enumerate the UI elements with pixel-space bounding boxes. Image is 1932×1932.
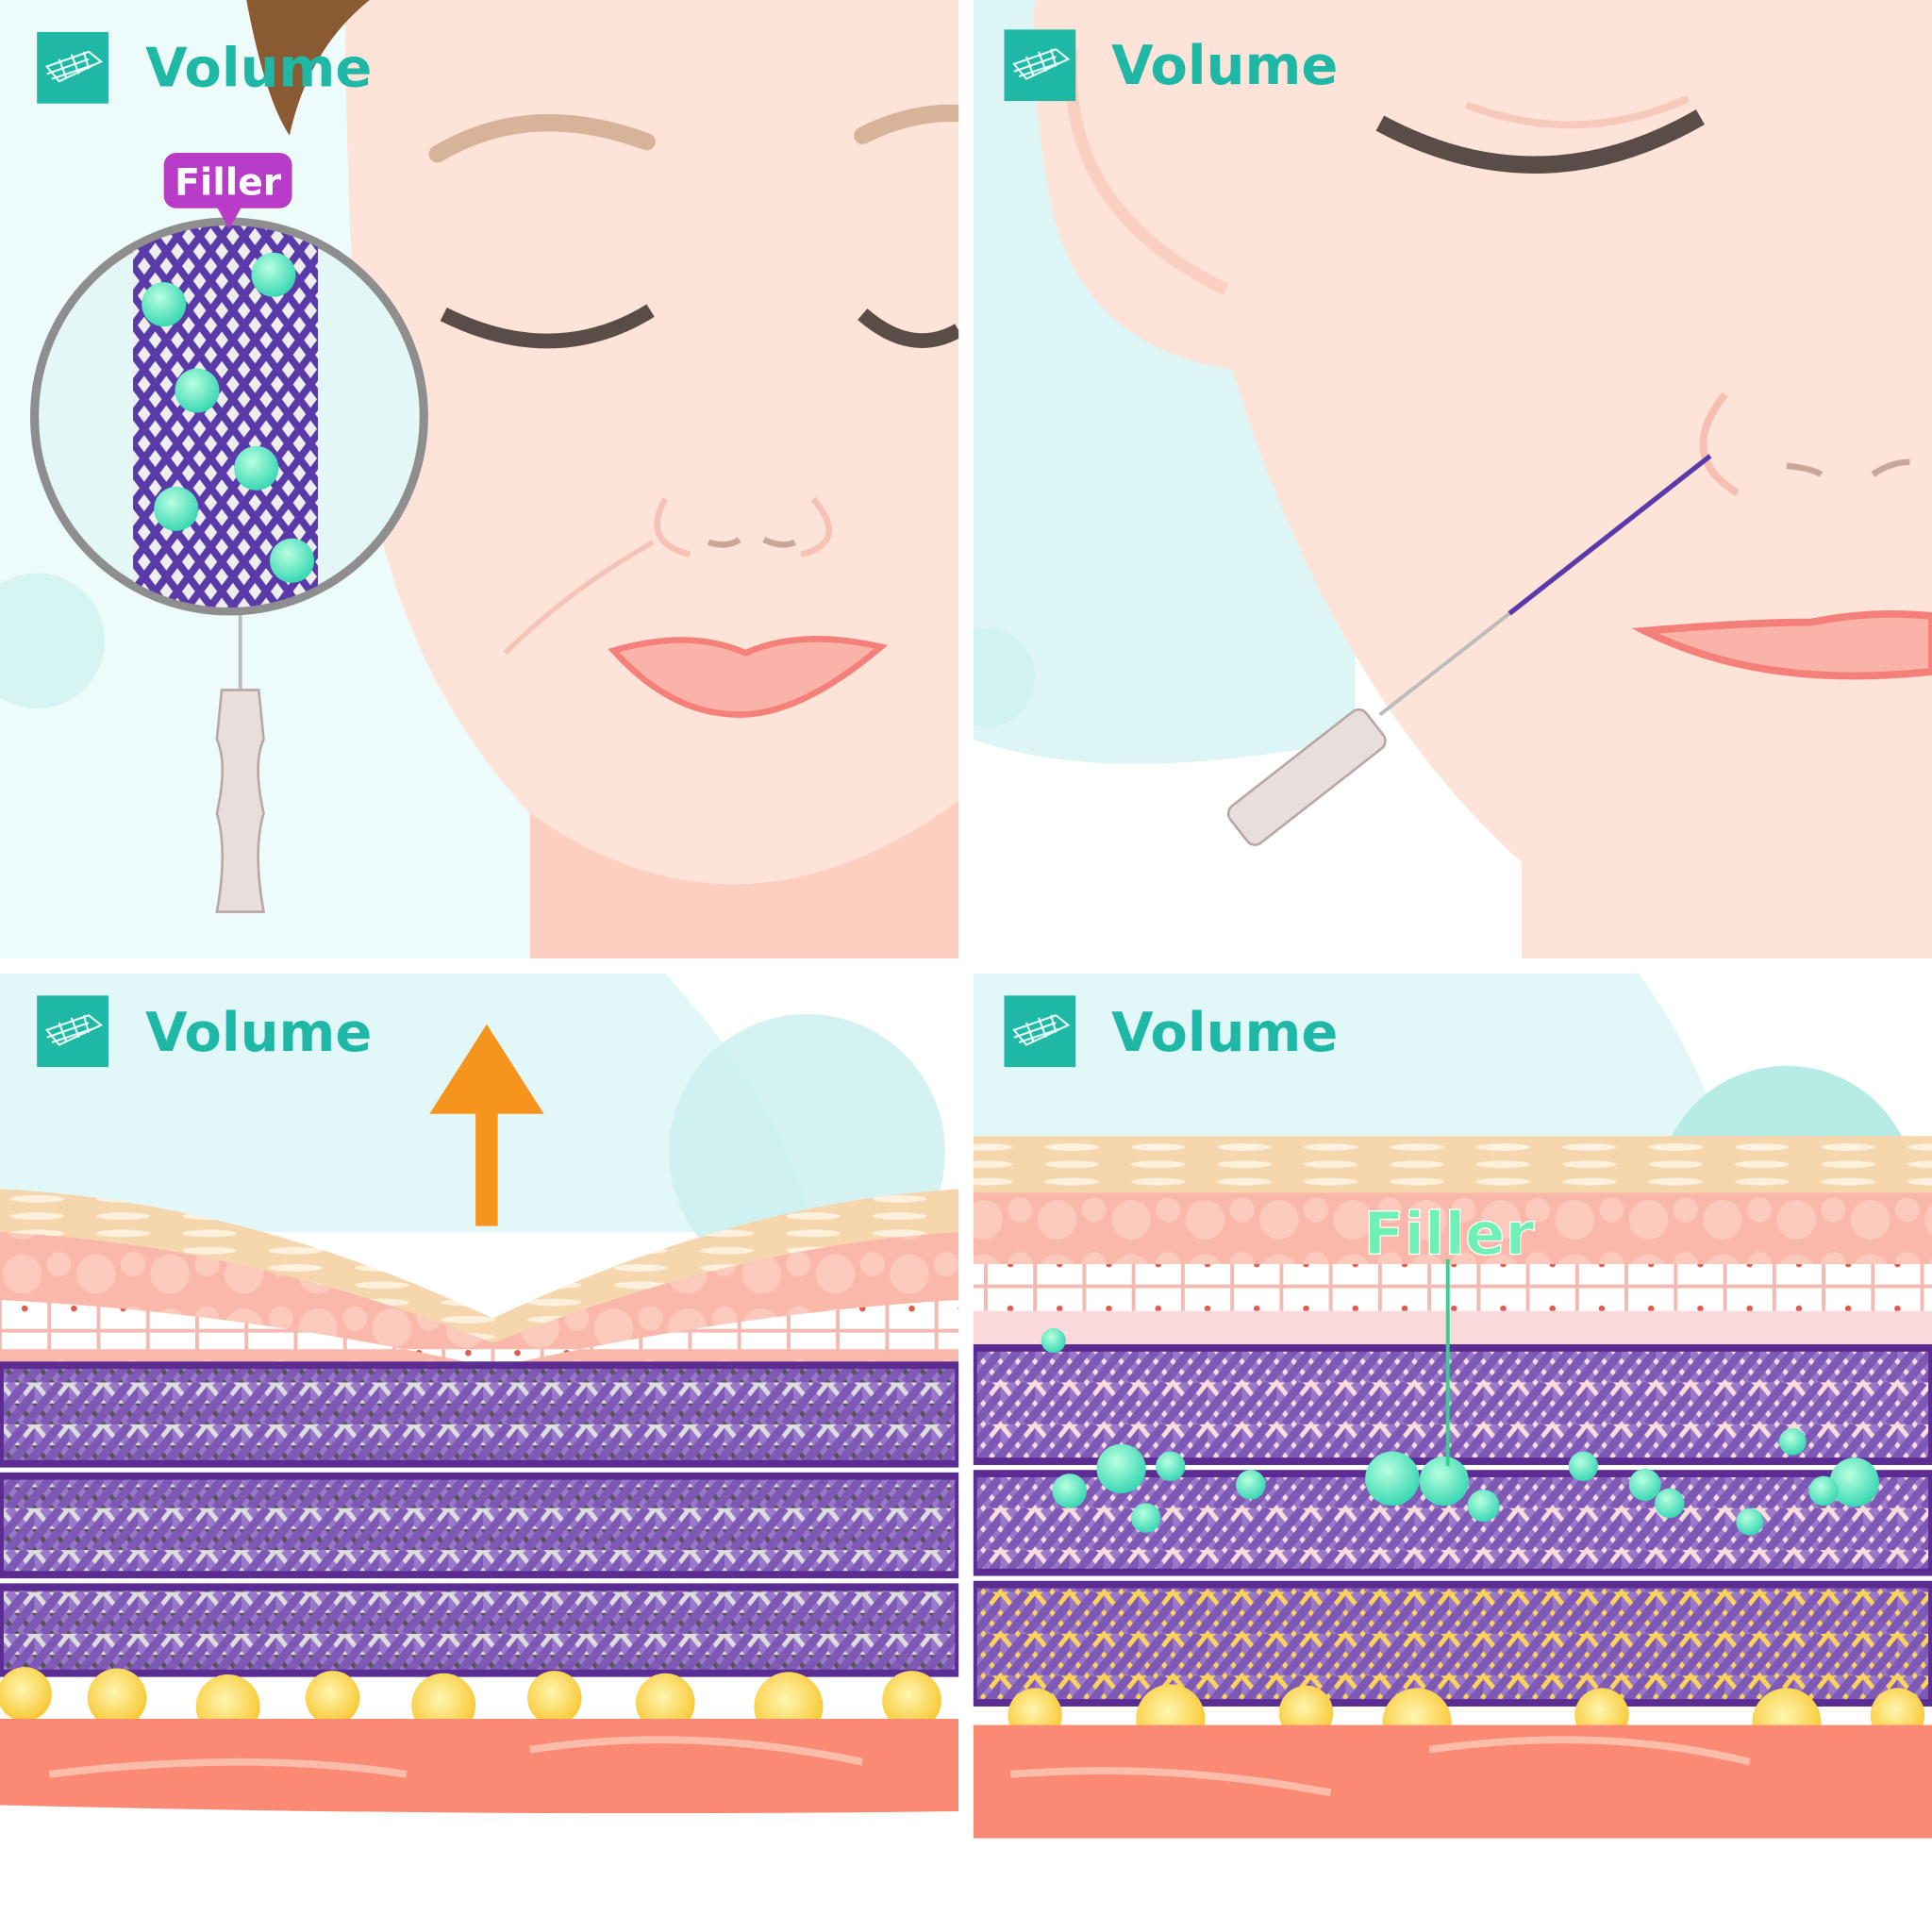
mesh-thread-icon	[1003, 28, 1077, 103]
cannula	[215, 689, 266, 913]
panel-title: Volume	[1111, 1001, 1338, 1064]
panel-title: Volume	[145, 1001, 372, 1064]
muscle-layer	[973, 1724, 1932, 1839]
hair	[246, 0, 370, 136]
panel-face-insertion: Volume	[973, 0, 1932, 959]
thread	[1507, 454, 1712, 616]
panel-title: Volume	[1111, 34, 1338, 97]
panel-skin-lift: Volume	[0, 973, 959, 1849]
filler-particles	[1041, 1328, 1879, 1536]
arrow-up-icon	[429, 1024, 544, 1226]
panel-title: Volume	[145, 36, 372, 99]
filler-label: Filler	[1364, 1200, 1535, 1269]
panel-face-closeup: Filler Volume	[0, 0, 959, 959]
filler-label: Filler	[175, 161, 282, 204]
panel-filler-layers: Filler Volume	[973, 973, 1932, 1839]
mesh-thread-icon	[36, 30, 109, 105]
filler-callout: Filler	[163, 152, 292, 229]
lips	[608, 636, 888, 718]
mesh-thread-icon	[1003, 994, 1077, 1069]
cannula	[1226, 708, 1387, 846]
epidermis	[973, 1136, 1932, 1195]
mesh-thread-icon	[36, 994, 109, 1069]
